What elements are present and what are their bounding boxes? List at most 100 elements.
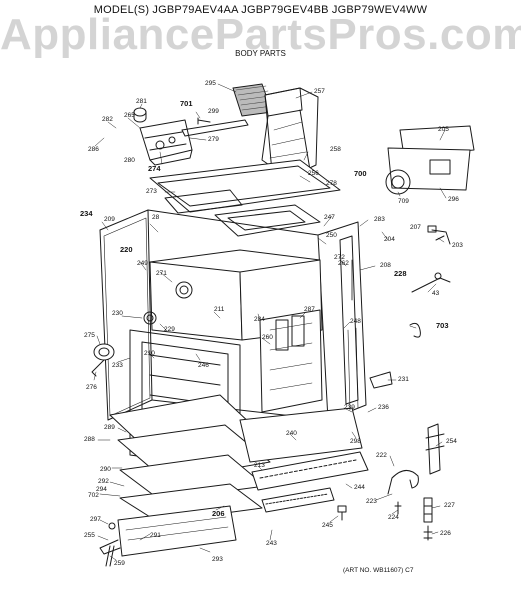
part-cooktop-frame (149, 159, 341, 237)
callout-231: 231 (398, 376, 409, 383)
callout-255: 255 (84, 532, 95, 539)
callout-210: 210 (144, 350, 155, 357)
callout-208: 208 (380, 262, 391, 269)
part-703-clip (409, 322, 421, 338)
callout-28: 28 (152, 214, 160, 221)
part-275-cover (91, 343, 115, 377)
callout-239: 239 (344, 404, 355, 411)
callout-282: 282 (102, 116, 113, 123)
callout-700: 700 (354, 169, 367, 178)
callout-220: 220 (120, 245, 133, 254)
callout-207: 207 (410, 224, 421, 231)
part-230-nut (143, 311, 157, 325)
part-43-terminal (411, 272, 451, 293)
part-203-wiring (427, 225, 451, 245)
callout-294: 294 (96, 486, 107, 493)
callout-247: 247 (324, 214, 335, 221)
part-224-screw (394, 501, 402, 515)
callout-243: 243 (266, 540, 277, 547)
callout-258: 258 (330, 146, 341, 153)
part-226-foot (423, 525, 433, 541)
part-259-leg (105, 545, 115, 567)
callout-295: 295 (205, 80, 216, 87)
callout-275: 275 (84, 332, 95, 339)
art-number: (ART NO. WB11607) C7 (343, 567, 414, 574)
callout-272: 272 (334, 254, 345, 261)
part-281-knob (133, 107, 147, 123)
callout-245: 245 (322, 522, 333, 529)
callout-287: 287 (304, 306, 315, 313)
callout-230: 230 (112, 310, 123, 317)
callout-259: 259 (114, 560, 125, 567)
callout-223: 223 (366, 498, 377, 505)
callout-283: 283 (374, 216, 385, 223)
callout-254: 254 (446, 438, 457, 445)
callout-204: 204 (384, 236, 395, 243)
callout-234: 234 (80, 209, 93, 218)
callout-244: 244 (354, 484, 365, 491)
callout-298: 298 (350, 438, 361, 445)
callout-205: 205 (438, 126, 449, 133)
callout-276: 276 (86, 384, 97, 391)
callout-211: 211 (214, 306, 225, 313)
part-299-screw (197, 117, 211, 125)
part-297-screw (108, 522, 116, 530)
callout-233: 233 (112, 362, 123, 369)
callout-248: 248 (350, 318, 361, 325)
part-205-back-panel (385, 125, 475, 195)
callout-206: 206 (212, 509, 225, 518)
part-280-control-bracket (139, 119, 193, 166)
callout-273: 273 (146, 188, 157, 195)
callout-265: 265 (124, 112, 135, 119)
part-bar-279 (181, 119, 249, 137)
callout-246: 246 (198, 362, 209, 369)
leader-lines (93, 83, 447, 561)
callout-236: 236 (378, 404, 389, 411)
section-title: BODY PARTS (235, 49, 286, 58)
callout-278: 278 (326, 180, 337, 187)
part-222-hook (387, 470, 419, 495)
model-list: MODEL(S) JGBP79AEV4AA JGBP79GEV4BB JGBP7… (93, 4, 428, 16)
callout-290: 290 (100, 466, 111, 473)
callout-297: 297 (90, 516, 101, 523)
callout-274: 274 (148, 164, 161, 173)
callout-281: 281 (136, 98, 147, 105)
callout-257: 257 (314, 88, 325, 95)
callout-256: 256 (308, 170, 319, 177)
callout-703: 703 (436, 321, 449, 330)
callout-228: 228 (394, 269, 407, 278)
callout-286: 286 (88, 146, 99, 153)
part-side-trim (347, 259, 359, 411)
callout-260: 260 (262, 334, 273, 341)
callout-229: 229 (164, 326, 175, 333)
callout-709: 709 (398, 198, 409, 205)
callout-280: 280 (124, 157, 135, 164)
callout-249: 249 (137, 260, 148, 267)
callout-271: 271 (156, 270, 167, 277)
callout-209: 209 (104, 216, 115, 223)
callout-226: 226 (440, 530, 451, 537)
callout-240: 240 (286, 430, 297, 437)
callout-702: 702 (88, 492, 99, 499)
part-245-foot (337, 505, 347, 521)
callout-203: 203 (452, 242, 463, 249)
callout-299: 299 (208, 108, 219, 115)
callout-291: 291 (150, 532, 161, 539)
part-body-frame (99, 209, 367, 471)
callout-701: 701 (180, 99, 193, 108)
callout-222: 222 (376, 452, 387, 459)
callout-292: 292 (98, 478, 109, 485)
callout-293: 293 (212, 556, 223, 563)
callout-227: 227 (444, 502, 455, 509)
callout-250: 250 (326, 232, 337, 239)
callout-279: 279 (208, 136, 219, 143)
callout-224: 224 (388, 514, 399, 521)
part-227-leveler (423, 497, 433, 523)
callout-288: 288 (84, 436, 95, 443)
callout-43: 43 (432, 290, 440, 297)
part-drawer-assembly (99, 394, 271, 557)
callout-284: 284 (254, 316, 265, 323)
part-254-leg (425, 423, 445, 475)
part-240-bottom-pan (239, 407, 369, 513)
